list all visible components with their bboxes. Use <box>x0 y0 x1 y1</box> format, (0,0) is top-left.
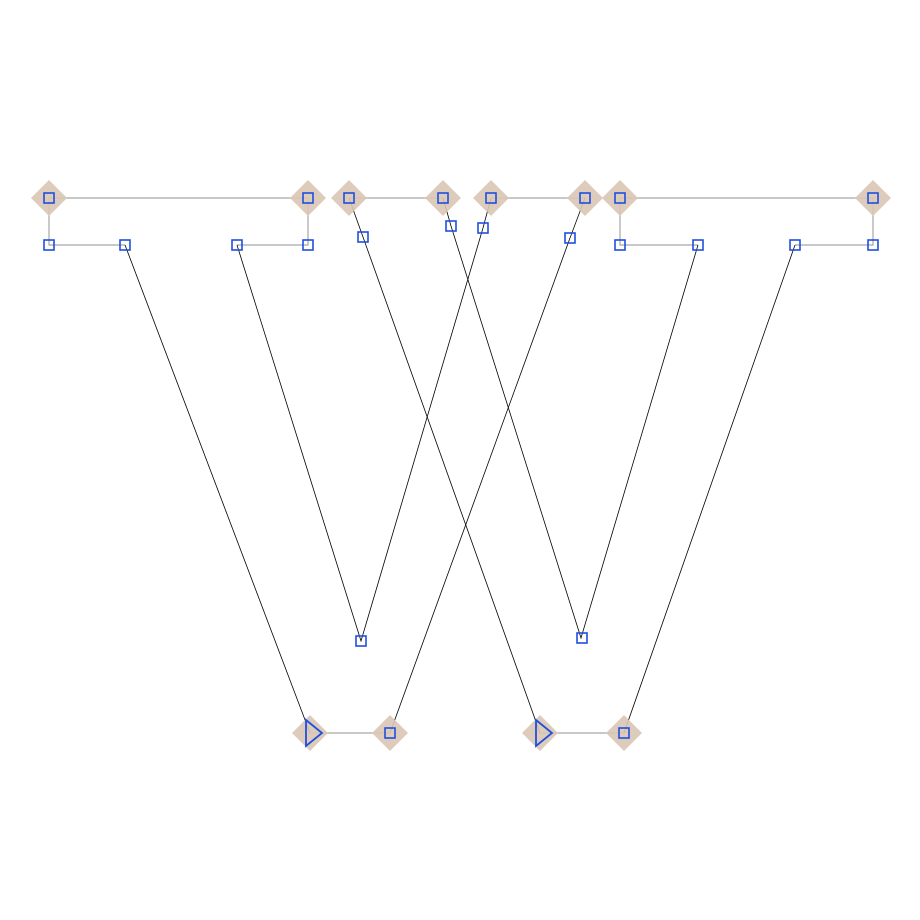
point-square-icon[interactable] <box>43 239 55 251</box>
oncurve-highlights <box>31 180 891 751</box>
point-square-icon[interactable] <box>789 239 801 251</box>
point-square-icon[interactable] <box>564 232 576 244</box>
outline-segment <box>389 237 571 734</box>
point-square-icon[interactable] <box>357 231 369 243</box>
oncurve-highlight-icon[interactable] <box>602 180 638 216</box>
point-square-icon[interactable] <box>618 727 630 739</box>
oncurve-highlight-icon[interactable] <box>31 180 67 216</box>
oncurve-highlight-icon[interactable] <box>331 180 367 216</box>
point-square-icon[interactable] <box>579 192 591 204</box>
point-square-icon[interactable] <box>355 635 367 647</box>
oncurve-highlight-icon[interactable] <box>292 715 328 751</box>
point-square-icon[interactable] <box>119 239 131 251</box>
oncurve-highlight-icon[interactable] <box>606 715 642 751</box>
point-square-icon[interactable] <box>302 192 314 204</box>
oncurve-highlight-icon[interactable] <box>522 715 558 751</box>
outline-segment <box>124 244 311 734</box>
point-square-icon[interactable] <box>614 239 626 251</box>
start-triangle-icon[interactable] <box>305 718 324 748</box>
point-square-icon[interactable] <box>43 192 55 204</box>
point-square-icon[interactable] <box>485 192 497 204</box>
outline-segment <box>450 225 699 640</box>
point-square-icon[interactable] <box>576 632 588 644</box>
handle-lines <box>48 197 874 734</box>
point-square-icon[interactable] <box>231 239 243 251</box>
handle-line <box>619 198 698 246</box>
point-square-icon[interactable] <box>614 192 626 204</box>
start-triangle-icon[interactable] <box>535 718 554 748</box>
oncurve-highlight-icon[interactable] <box>567 180 603 216</box>
point-square-icon[interactable] <box>343 192 355 204</box>
point-markers <box>43 192 879 748</box>
point-square-icon[interactable] <box>692 239 704 251</box>
oncurve-highlight-icon[interactable] <box>372 715 408 751</box>
oncurve-highlight-icon[interactable] <box>290 180 326 216</box>
outline-segment <box>362 236 541 734</box>
outline-segment <box>236 227 484 643</box>
glyph-outline <box>124 197 796 734</box>
outline-segment <box>623 244 796 734</box>
point-square-icon[interactable] <box>867 239 879 251</box>
handle-line <box>48 198 125 246</box>
point-square-icon[interactable] <box>437 192 449 204</box>
oncurve-highlight-icon[interactable] <box>855 180 891 216</box>
point-square-icon[interactable] <box>302 239 314 251</box>
point-square-icon[interactable] <box>384 727 396 739</box>
point-square-icon[interactable] <box>477 222 489 234</box>
oncurve-highlight-icon[interactable] <box>473 180 509 216</box>
point-square-icon[interactable] <box>445 220 457 232</box>
oncurve-highlight-icon[interactable] <box>425 180 461 216</box>
point-square-icon[interactable] <box>867 192 879 204</box>
handle-line <box>795 198 874 246</box>
